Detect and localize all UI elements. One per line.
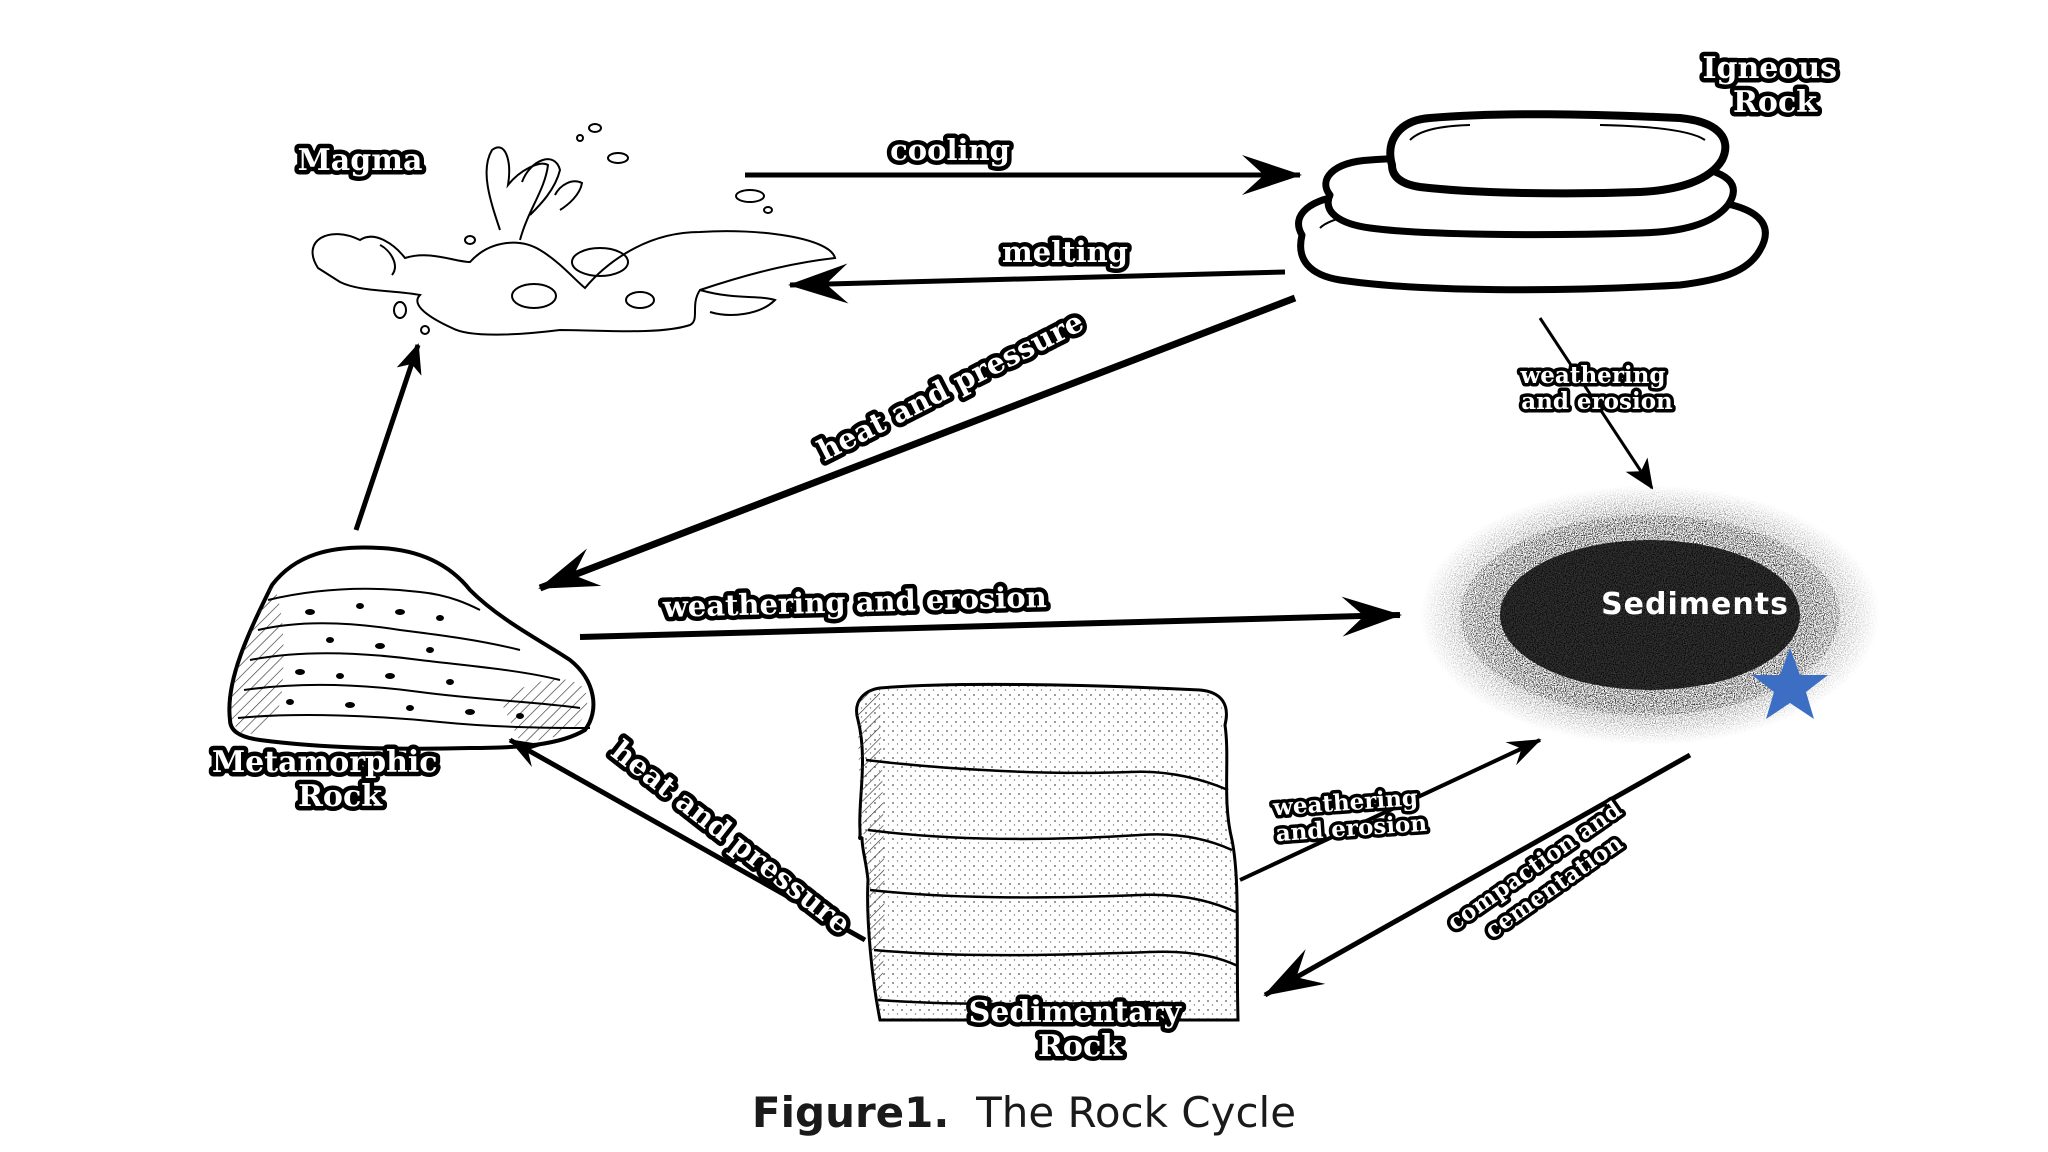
cooling-label: cooling bbox=[890, 133, 1010, 167]
metamorphic-rock-illustration bbox=[227, 545, 596, 751]
cycle-arrows bbox=[353, 155, 1692, 998]
igneous-rock-illustration bbox=[1295, 110, 1769, 294]
arrow-metamorphic-to-magma bbox=[353, 343, 422, 531]
magma-illustration bbox=[311, 123, 837, 336]
heat-pressure-bottom-label: heat and pressure bbox=[605, 733, 857, 941]
magma-label: Magma bbox=[298, 143, 423, 178]
sedimentary-rock-illustration bbox=[855, 682, 1240, 1022]
caption-figure-number: Figure1. bbox=[751, 1088, 950, 1137]
weathering-igneous-label: weathering and erosion bbox=[1520, 362, 1674, 415]
melting-label: melting bbox=[1002, 235, 1128, 269]
star-icon bbox=[1752, 648, 1828, 719]
weathering-sedimentary-label: weathering and erosion bbox=[1271, 784, 1428, 848]
metamorphic-rock-label: Metamorphic Rock bbox=[212, 745, 448, 814]
arrow-compaction bbox=[1263, 752, 1692, 998]
igneous-rock-label: Igneous Rock bbox=[1702, 51, 1847, 120]
arrow-weathering-igneous bbox=[1538, 317, 1654, 490]
sediments-label: Sediments bbox=[1601, 587, 1789, 622]
arrow-heat-pressure-bottom bbox=[508, 737, 867, 943]
sediments-illustration bbox=[1420, 485, 1880, 745]
sedimentary-rock-label: Sedimentary Rock bbox=[969, 995, 1192, 1064]
arrow-melting bbox=[788, 263, 1286, 304]
arrow-weathering-sedimentary bbox=[1239, 738, 1542, 882]
weathering-metamorphic-label: weathering and erosion bbox=[661, 580, 1047, 624]
caption-title: The Rock Cycle bbox=[976, 1088, 1297, 1137]
arrow-heat-pressure-top bbox=[538, 294, 1297, 592]
figure-caption: Figure1. The Rock Cycle bbox=[0, 1088, 2048, 1137]
arrow-weathering-metamorphic bbox=[579, 596, 1402, 640]
heat-pressure-top-label: heat and pressure bbox=[812, 304, 1089, 468]
